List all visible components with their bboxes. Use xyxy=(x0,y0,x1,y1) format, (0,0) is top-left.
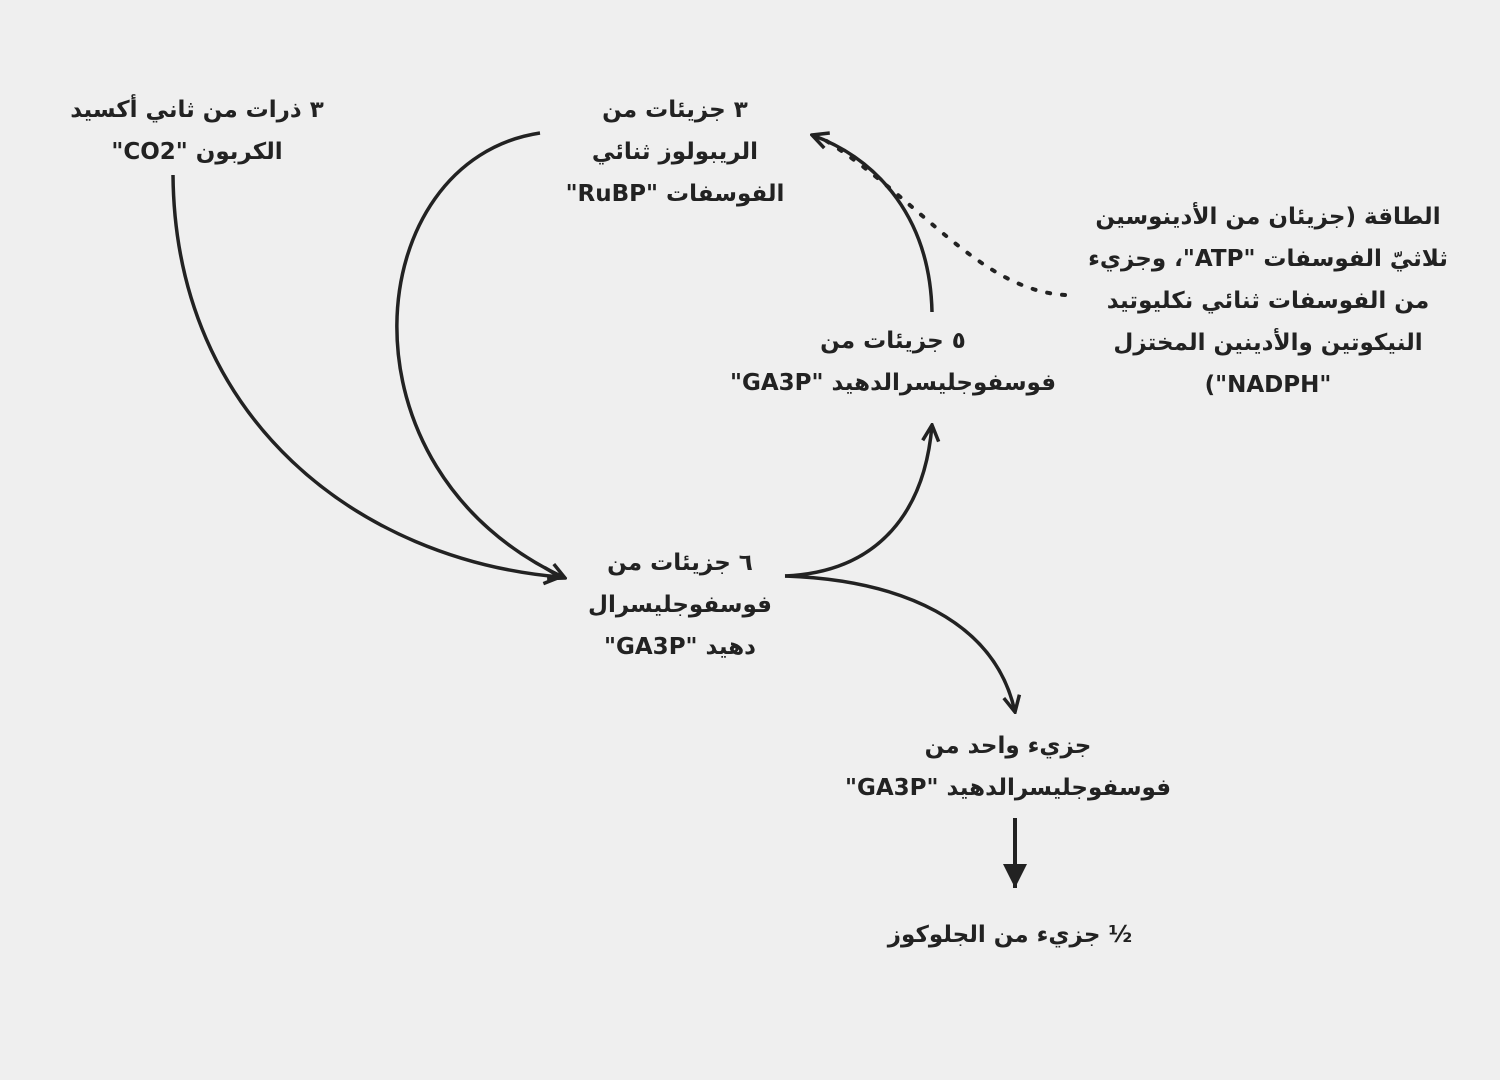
co2-line: ٣ ذرات من ثاني أكسيد xyxy=(70,97,324,123)
energy-line: النيكوتين والأدينين المختزل xyxy=(1113,330,1423,356)
co2-label: ٣ ذرات من ثاني أكسيد الكربون "CO2" xyxy=(70,89,324,173)
arrow-ga3p-to-ga3p-one xyxy=(784,574,1015,712)
arrow-rubp-to-ga3p xyxy=(395,131,565,578)
ga3p-five-line: ٥ جزيئات من xyxy=(820,328,966,354)
energy-line: الطاقة (جزيئان من الأدينوسين xyxy=(1095,204,1441,230)
ga3p-one-line: فوسفوجليسرالدهيد "GA3P" xyxy=(844,775,1172,801)
energy-label: الطاقة (جزيئان من الأدينوسين ثلاثيّ الفو… xyxy=(1088,196,1448,406)
ga3p-five-line: فوسفوجليسرالدهيد "GA3P" xyxy=(729,370,1057,396)
rubp-line: الفوسفات "RuBP" xyxy=(565,181,785,207)
ga3p-six-line: دهيد "GA3P" xyxy=(604,634,756,660)
arrow-ga3p-five-to-rubp xyxy=(812,135,934,313)
glucose-line: ½ جزيء من الجلوكوز xyxy=(887,922,1133,948)
energy-line: ("NADPH" xyxy=(1204,372,1332,398)
arrow-co2-to-ga3p xyxy=(171,174,560,577)
energy-line: من الفوسفات ثنائي نكليوتيد xyxy=(1106,288,1430,314)
ga3p-five-label: ٥ جزيئات من فوسفوجليسرالدهيد "GA3P" xyxy=(730,320,1056,404)
energy-line: ثلاثيّ الفوسفات "ATP"، وجزيء xyxy=(1088,246,1448,272)
arrow-ga3p-to-ga3p-five xyxy=(784,425,932,578)
ga3p-one-label: جزيء واحد من فوسفوجليسرالدهيد "GA3P" xyxy=(845,725,1171,809)
energy-dotted-line xyxy=(823,138,1067,297)
ga3p-six-label: ٦ جزيئات من فوسفوجليسرال دهيد "GA3P" xyxy=(588,542,772,668)
glucose-label: ½ جزيء من الجلوكوز xyxy=(888,914,1132,956)
co2-line: الكربون "CO2" xyxy=(111,139,283,165)
rubp-label: ٣ جزيئات من الريبولوز ثنائي الفوسفات "Ru… xyxy=(566,89,785,215)
ga3p-one-line: جزيء واحد من xyxy=(924,733,1092,759)
rubp-line: الريبولوز ثنائي xyxy=(591,139,759,165)
rubp-line: ٣ جزيئات من xyxy=(602,97,748,123)
ga3p-six-line: فوسفوجليسرال xyxy=(588,592,772,618)
ga3p-six-line: ٦ جزيئات من xyxy=(607,550,753,576)
